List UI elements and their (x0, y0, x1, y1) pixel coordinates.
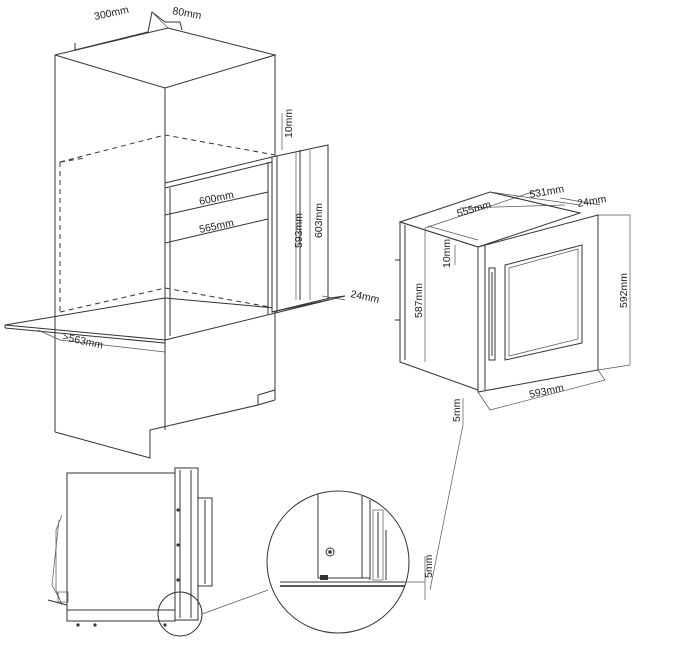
label-bottom-gap: 5mm (451, 398, 463, 422)
label-front-depth: 24mm (349, 288, 380, 306)
detail-drawing (266, 490, 426, 634)
label-top-gap-appliance: 10mm (441, 239, 453, 268)
label-top-depth: 300mm (93, 4, 130, 23)
label-outer-height: 603mm (313, 203, 325, 238)
cabinet-drawing (4, 11, 346, 459)
label-base-depth: >563mm (61, 331, 104, 351)
side-view-drawing (47, 467, 269, 637)
label-detail-bottom-gap: 5mm (423, 554, 435, 578)
label-door-depth: 24mm (576, 193, 607, 210)
label-front-width: 593mm (528, 382, 565, 401)
label-top-gap: 80mm (171, 5, 202, 22)
label-niche-width: 600mm (198, 189, 235, 208)
label-inner-width: 565mm (198, 217, 235, 236)
label-total-height: 592mm (618, 273, 630, 308)
label-niche-height: 593mm (293, 213, 305, 248)
label-top-depth-appliance: 531mm (528, 183, 565, 201)
appliance-drawing (395, 189, 631, 591)
label-gap-top: 10mm (283, 109, 295, 138)
label-body-height: 587mm (413, 283, 425, 318)
